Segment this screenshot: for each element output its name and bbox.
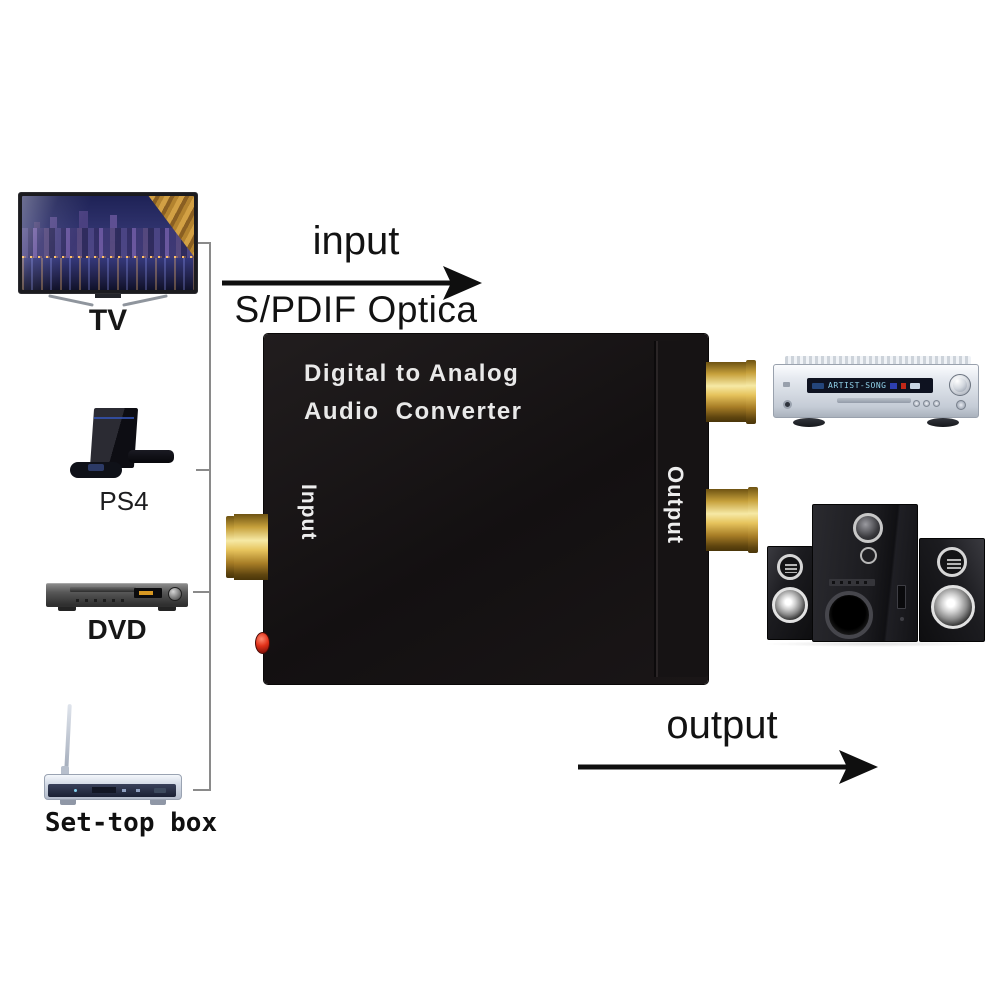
amplifier-volume-knob [949,374,971,396]
input-flow-label: input [312,219,400,263]
settop-antenna-base [61,766,69,778]
ps4-controller [70,462,122,478]
output-flow-label: output [666,703,778,747]
dvd-foot [58,607,76,611]
tv-label: TV [88,304,128,337]
speaker-tweeter [937,547,967,577]
tv-screen-city-lights [22,256,194,260]
tv-screen-water [22,258,194,290]
rca-tip [226,516,235,578]
tv-bezel [18,192,198,294]
subwoofer [812,504,918,642]
ps4-image: PS4 [70,404,178,516]
converter-input-port-label: Input [297,484,320,541]
satellite-speaker-right [919,538,985,642]
tv-screen-glare [22,196,194,290]
amplifier-display-indicator [890,382,898,389]
amplifier-foot [927,418,959,427]
subwoofer-side-dot [900,617,904,621]
settop-logo-badge [154,788,166,793]
dvd-player-image: DVD [46,583,188,649]
settop-foot [150,800,166,805]
ps4-camera [128,450,174,463]
rca-output-connector-bottom [706,487,758,553]
input-arrow-head [443,266,482,300]
subwoofer-bass-knob [860,547,877,564]
rca-tip [746,360,756,424]
amplifier-foot [793,418,825,427]
converter-side-flange [654,341,708,677]
settop-display-segment [136,789,140,792]
amplifier-display-indicator [901,382,907,389]
amplifier-small-knob [956,400,966,410]
settop-label: Set-top box [44,808,218,838]
speaker-system-image [755,496,986,648]
amplifier-display-indicator [910,382,921,389]
dac-converter-image: Digital to Analog Audio Converter Input … [255,334,708,684]
settop-display-segment [92,787,116,793]
dvd-label: DVD [87,614,147,645]
tv-screen-building [78,211,88,242]
amplifier-buttons [913,400,940,407]
satellite-speaker-left [767,546,813,640]
settop-box-image: Set-top box [44,703,217,838]
amplifier-button [933,400,940,407]
dvd-knob [168,587,182,601]
converter-output-port-label: Output [663,466,688,545]
tv-screen-skyline [22,227,194,259]
dvd-buttons [76,599,128,602]
dvd-display-digits [139,591,153,595]
dvd-disc-tray [70,587,136,592]
amplifier-button [923,400,930,407]
amplifier-display-clock [812,382,824,389]
amplifier-display: ARTIST-SONG [807,378,933,393]
ps4-label: PS4 [99,486,149,516]
amplifier-headphone-jack [783,400,792,409]
speaker-woofer [772,587,808,623]
rca-barrel [234,514,268,580]
tv-image: TV [18,192,198,342]
rca-input-connector [226,514,268,580]
output-arrow-head [839,750,878,784]
rca-output-connector-top [706,360,756,424]
converter-title-line2: Audio Converter [304,398,523,425]
subwoofer-slot [829,579,875,586]
amplifier-display-text: ARTIST-SONG [828,381,887,390]
rca-barrel [706,362,747,422]
settop-foot [60,800,76,805]
amplifier-power-button [783,382,790,387]
subwoofer-volume-knob [853,513,883,543]
speaker-tweeter-grille [785,564,797,573]
settop-display-segment [122,789,126,792]
converter-power-led [255,632,270,654]
spdif-optical-label: S/PDIF Optica [234,289,478,330]
rca-tip [748,487,758,553]
amplifier-cd-tray [837,398,911,403]
subwoofer-port [825,591,873,639]
settop-led [74,789,77,792]
speaker-shadow [763,641,983,647]
dvd-display [134,588,162,598]
dvd-foot [158,607,176,611]
speaker-tweeter-grille [947,559,961,569]
tv-screen-reflections [22,258,194,290]
amplifier-vents [785,356,971,365]
speaker-woofer [931,585,975,629]
tv-screen-building [109,214,117,241]
tv-stand-neck [95,294,121,298]
subwoofer-side-slot [897,585,906,609]
ps4-controller-touchpad [88,464,104,471]
amplifier-button [913,400,920,407]
tv-screen [22,196,194,290]
amplifier-image: ARTIST-SONG [773,356,983,430]
converter-title-line1: Digital to Analog [304,360,520,387]
ps4-light-stripe [93,417,135,419]
rca-barrel [706,489,749,551]
speaker-tweeter [777,554,803,580]
